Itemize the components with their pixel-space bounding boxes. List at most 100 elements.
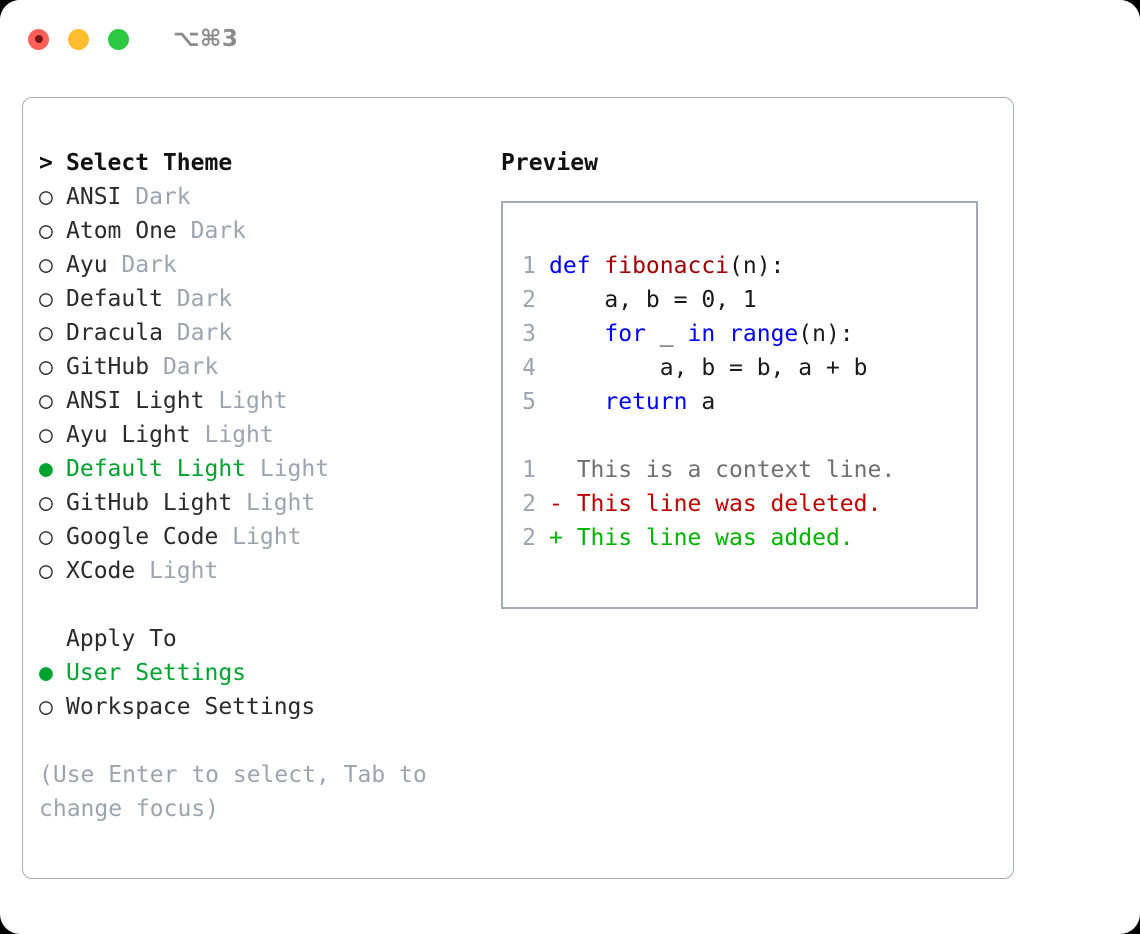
diff-line: 1 This is a context line. — [503, 453, 976, 487]
line-number: 3 — [522, 321, 536, 347]
apply-to-header: Apply To — [39, 622, 499, 656]
line-number: 4 — [522, 355, 536, 381]
radio-empty-icon: ○ — [39, 694, 53, 720]
minimize-button-icon[interactable] — [68, 28, 89, 50]
theme-variant-badge: Dark — [149, 354, 219, 380]
radio-empty-icon: ○ — [39, 218, 53, 244]
apply-to-header-label: Apply To — [66, 626, 177, 652]
theme-list-item[interactable]: ○ Ayu Light Light — [39, 418, 499, 452]
main-panel: >Select Theme ○ANSI Dark○Atom One Dark○A… — [22, 97, 1014, 879]
code-text: This is a context line. — [549, 453, 896, 487]
line-number: 1 — [522, 457, 536, 483]
theme-list-item[interactable]: ○Dracula Dark — [39, 316, 499, 350]
line-number: 5 — [522, 389, 536, 415]
prompt-caret-icon: > — [39, 150, 53, 176]
code-text: + This line was added. — [549, 521, 854, 555]
code-token: in range — [687, 321, 799, 347]
theme-name-label: ANSI Light — [66, 388, 205, 414]
theme-list-item[interactable]: ● Default Light Light — [39, 452, 499, 486]
line-number: 2 — [522, 287, 536, 313]
close-dot-icon — [34, 35, 43, 43]
apply-to-option[interactable]: ●User Settings — [39, 656, 499, 690]
code-token: This is a context line. — [549, 457, 896, 483]
radio-empty-icon: ○ — [39, 388, 53, 414]
theme-variant-badge: Dark — [121, 184, 191, 210]
diff-line: 2 - This line was deleted. — [503, 487, 976, 521]
theme-list-item[interactable]: ○GitHub Dark — [39, 350, 499, 384]
theme-variant-badge: Light — [190, 422, 274, 448]
diff-line: 2 + This line was added. — [503, 521, 976, 555]
line-number: 2 — [522, 525, 536, 551]
code-token: a — [687, 389, 716, 415]
code-line: 4 a, b = b, a + b — [503, 351, 976, 385]
title-bar: ⌥⌘3 — [0, 0, 1140, 78]
preview-title: Preview — [501, 150, 598, 176]
radio-empty-icon: ○ — [39, 558, 53, 584]
select-theme-header-label: Select Theme — [66, 150, 233, 176]
code-text: - This line was deleted. — [549, 487, 881, 521]
code-line: 1 def fibonacci(n): — [503, 249, 976, 283]
theme-list-item[interactable]: ○ Default Dark — [39, 282, 499, 316]
code-token: a, b = b, a + b — [549, 355, 868, 381]
keyboard-shortcut-label: ⌥⌘3 — [173, 26, 239, 52]
code-text: return a — [549, 385, 715, 419]
code-token — [549, 321, 604, 347]
code-token: def — [549, 253, 605, 279]
traffic-light-group — [28, 28, 129, 50]
close-button-icon[interactable] — [28, 28, 49, 50]
code-text: a, b = b, a + b — [549, 351, 868, 385]
code-token: (n): — [798, 321, 854, 347]
radio-empty-icon: ○ — [39, 320, 53, 346]
radio-empty-icon: ○ — [39, 286, 53, 312]
code-text: a, b = 0, 1 — [549, 283, 756, 317]
keyboard-hint-text: (Use Enter to select, Tab to change focu… — [39, 762, 427, 822]
theme-list-item[interactable]: ○Google Code Light — [39, 520, 499, 554]
theme-name-label: Default Light — [66, 456, 247, 482]
section-spacer — [39, 588, 499, 622]
code-line: 3 for _ in range(n): — [503, 317, 976, 351]
theme-variant-badge: Dark — [162, 286, 233, 312]
code-token: return — [604, 389, 688, 415]
code-token: + This line was added. — [549, 525, 854, 551]
code-blank-line — [503, 419, 976, 453]
select-theme-header: > Select Theme — [39, 146, 499, 180]
theme-name-label: ANSI — [66, 184, 122, 210]
radio-empty-icon: ○ — [39, 184, 53, 210]
theme-name-label: GitHub — [66, 354, 150, 380]
radio-empty-icon: ○ — [39, 422, 53, 448]
theme-name-label: GitHub Light — [66, 490, 233, 516]
line-number: 2 — [522, 491, 536, 517]
radio-selected-icon: ● — [39, 456, 53, 482]
theme-name-label: Ayu Light — [66, 422, 191, 448]
theme-list-item[interactable]: ○Atom One Dark — [39, 214, 499, 248]
theme-variant-badge: Light — [246, 456, 330, 482]
radio-empty-icon: ○ — [39, 252, 53, 278]
theme-name-label: Dracula — [66, 320, 163, 346]
code-token: (n): — [729, 253, 785, 279]
theme-name-label: Ayu — [66, 252, 108, 278]
code-token: - This line was deleted. — [549, 491, 882, 517]
apply-to-option[interactable]: ○ Workspace Settings — [39, 690, 499, 724]
code-token: fibonacci — [604, 253, 730, 279]
theme-list-item[interactable]: ○GitHub Light Light — [39, 486, 499, 520]
theme-list-item[interactable]: ○ ANSI Dark — [39, 180, 499, 214]
theme-list-item[interactable]: ○XCode Light — [39, 554, 499, 588]
maximize-button-icon[interactable] — [108, 28, 129, 50]
theme-variant-badge: Light — [135, 558, 219, 584]
apply-to-option-label: Workspace Settings — [66, 694, 316, 720]
apply-to-option-label: User Settings — [66, 660, 247, 686]
line-number: 1 — [522, 253, 536, 279]
theme-list-item[interactable]: ○ ANSI Light Light — [39, 384, 499, 418]
theme-name-label: Google Code — [66, 524, 219, 550]
theme-variant-badge: Light — [232, 490, 316, 516]
theme-variant-badge: Light — [204, 388, 288, 414]
theme-list-item[interactable]: ○Ayu Dark — [39, 248, 499, 282]
code-text: def fibonacci(n): — [549, 249, 784, 283]
radio-empty-icon: ○ — [39, 524, 53, 550]
code-text: for _ in range(n): — [549, 317, 854, 351]
theme-name-label: Default — [66, 286, 163, 312]
theme-selector-column: >Select Theme ○ANSI Dark○Atom One Dark○A… — [39, 146, 499, 826]
